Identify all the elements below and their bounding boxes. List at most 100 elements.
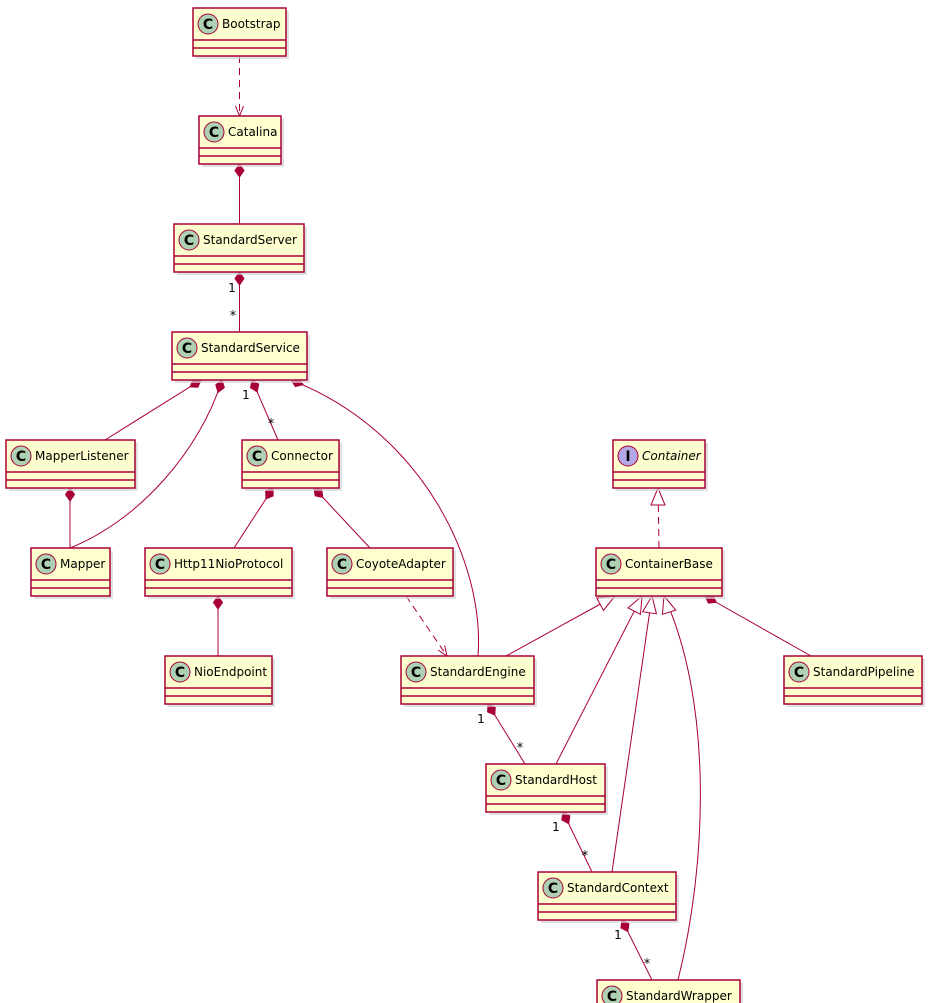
interface-icon-letter: I (625, 449, 630, 465)
class-icon-letter: C (41, 557, 51, 573)
edges-layer (64, 56, 812, 981)
edge-server-service (234, 271, 245, 332)
edge-mapperlistener-mapper (64, 487, 76, 548)
class-name: StandardWrapper (626, 989, 732, 1003)
class-name: NioEndpoint (194, 665, 267, 679)
interface-icon (617, 445, 639, 467)
class-mapper-listener[interactable]: C MapperListener (5, 439, 138, 491)
class-icon-letter: C (794, 665, 804, 681)
edge-wrapper-containerbase (661, 594, 701, 981)
class-icon (35, 553, 57, 575)
class-icon (246, 445, 268, 467)
class-standard-service[interactable]: C StandardService (171, 331, 310, 383)
class-icon-letter: C (184, 233, 194, 249)
edge-containerbase-pipeline (704, 594, 812, 657)
class-nio-endpoint[interactable]: C NioEndpoint (164, 655, 275, 707)
edge-line (704, 595, 812, 657)
class-icon-letter: C (606, 557, 616, 573)
class-name: StandardContext (567, 881, 669, 895)
dependency-arrow-marker (437, 645, 448, 658)
class-icon (10, 445, 32, 467)
class-name: Connector (271, 449, 333, 463)
edge-line (555, 595, 643, 765)
composition-diamond-marker (64, 487, 76, 502)
class-icon-letter: C (337, 557, 347, 573)
multiplicity-label: 1 (614, 928, 622, 942)
class-coyote-adapter[interactable]: C CoyoteAdapter (326, 547, 456, 599)
class-icon-letter: C (182, 341, 192, 357)
class-icon-letter: C (496, 773, 506, 789)
edge-service-mapper (69, 379, 225, 549)
class-connector[interactable]: C Connector (241, 439, 342, 491)
class-name: StandardEngine (430, 665, 526, 679)
multiplicity-label: * (268, 417, 275, 432)
edge-host-containerbase (555, 594, 643, 765)
class-name: StandardService (201, 341, 300, 355)
generalization-triangle-marker (661, 594, 677, 616)
class-icon (176, 337, 198, 359)
class-name: Container (642, 449, 702, 463)
class-icon (788, 661, 810, 683)
composition-diamond-marker (215, 379, 225, 394)
class-icon-letter: C (175, 665, 185, 681)
class-icon-letter: C (155, 557, 165, 573)
class-icon (149, 553, 171, 575)
generalization-triangle-marker (627, 594, 643, 616)
multiplicity-label: 1 (552, 820, 560, 834)
multiplicity-label: 1 (242, 388, 250, 402)
composition-diamond-marker (212, 595, 224, 610)
labels-layer: 1*1*1*1*1* (228, 281, 651, 972)
class-icon (601, 985, 623, 1003)
class-box (596, 979, 741, 1003)
class-icon (169, 661, 191, 683)
class-name: StandardHost (515, 773, 597, 787)
edge-line (290, 379, 480, 657)
edge-line (405, 595, 448, 657)
class-name: MapperListener (35, 449, 129, 463)
class-icon-letter: C (252, 449, 262, 465)
class-icon (197, 13, 219, 35)
edge-line (69, 379, 223, 549)
class-standard-server[interactable]: C StandardServer (173, 223, 307, 275)
class-icon (600, 553, 622, 575)
class-standard-wrapper[interactable]: C StandardWrapper (596, 979, 743, 1003)
multiplicity-label: * (517, 741, 524, 756)
class-container[interactable]: I Container (612, 439, 708, 491)
class-icon (542, 877, 564, 899)
class-box (144, 547, 293, 597)
edge-coyote-engine (405, 595, 448, 658)
composition-diamond-marker (234, 163, 245, 178)
edge-catalina-server (234, 163, 245, 224)
class-icon (405, 661, 427, 683)
class-icon (331, 553, 353, 575)
multiplicity-label: * (582, 849, 589, 864)
class-standard-host[interactable]: C StandardHost (485, 763, 608, 815)
generalization-triangle-marker (641, 594, 658, 615)
edge-context-containerbase (611, 594, 658, 873)
class-icon (178, 229, 200, 251)
edge-containerbase-container (650, 486, 666, 549)
class-icon-letter: C (16, 449, 26, 465)
class-name: CoyoteAdapter (356, 557, 446, 571)
multiplicity-label: * (230, 309, 237, 324)
composition-diamond-marker (234, 271, 245, 286)
class-icon-letter: C (607, 989, 617, 1003)
edge-line (611, 595, 653, 873)
generalization-triangle-marker (650, 486, 666, 506)
edge-connector-http11 (233, 487, 274, 549)
multiplicity-label: * (644, 957, 651, 972)
edge-connector-coyote (313, 487, 371, 549)
class-name: StandardServer (203, 233, 297, 247)
class-name: Catalina (228, 125, 277, 139)
